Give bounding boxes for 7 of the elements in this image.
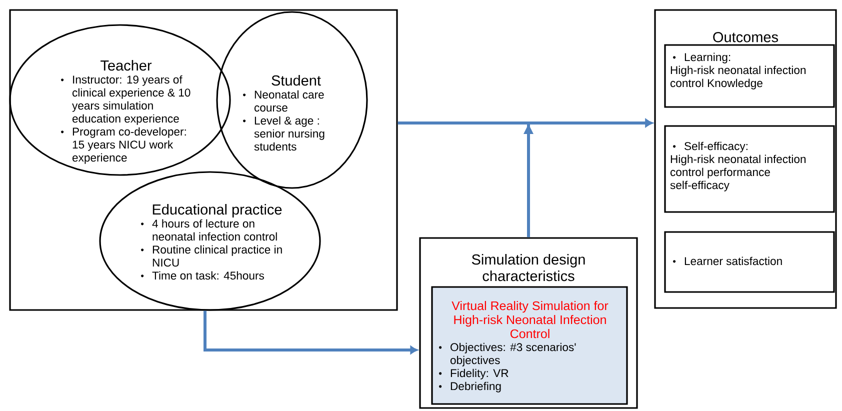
content-box: Virtual Reality Simulation for High-risk Neonatal Infection Control Objectives: #3 scenarios' objectives Fidelity: VR Debriefing [431,286,628,405]
outcome-box: Learner satisfaction [664,231,835,293]
outcome-box: Learning: High-risk neonatal infection control Knowledge [664,44,835,108]
outcome-box: Self-efficacy: High-risk neonatal infection control performance self-efficacy [664,125,835,213]
frame-box [9,9,398,311]
arrow [204,310,418,354]
arrow [524,119,653,238]
